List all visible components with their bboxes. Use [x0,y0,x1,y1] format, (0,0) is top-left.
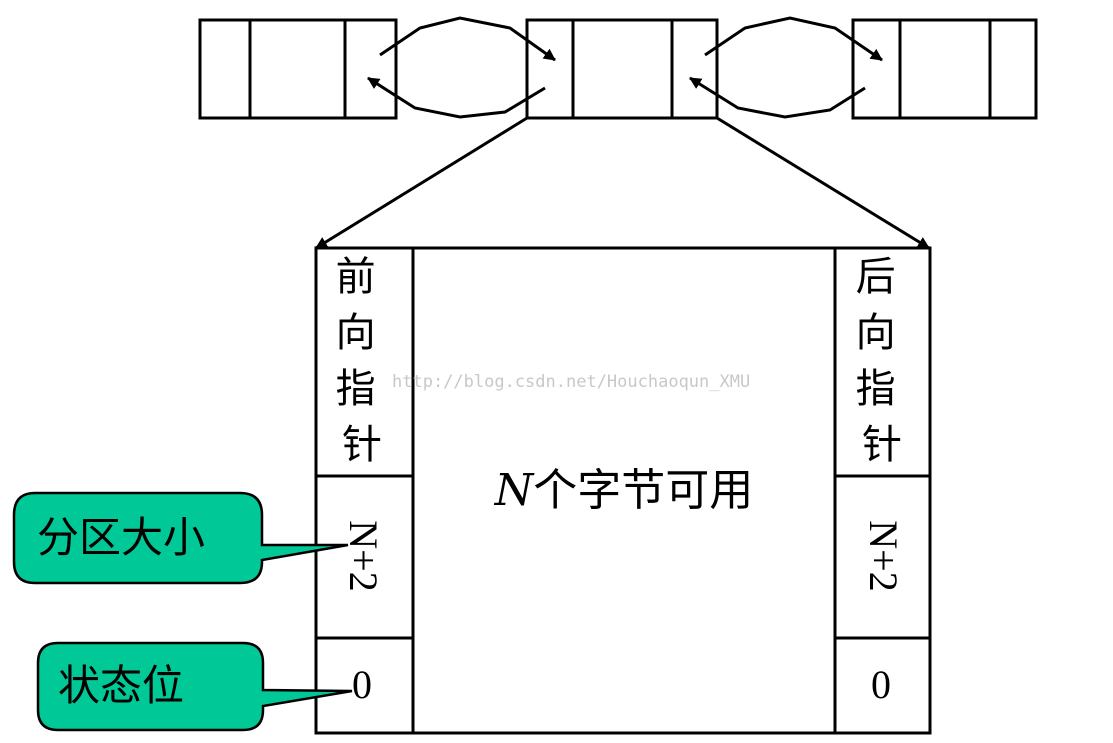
callout-partition-size: 分区大小 [12,491,349,585]
callout-status-bit: 状态位 [36,641,353,732]
expand-arrow-left [315,116,528,250]
status-field-right: 0 [871,662,891,707]
status-field-left: 0 [352,662,372,707]
expand-arrows [315,116,930,250]
watermark-text: http://blog.csdn.net/Houchaoqun_XMU [392,372,750,392]
size-field-left: N+2 [341,520,386,591]
link-arrow-right-to-middle [689,76,866,119]
list-node-middle [525,18,719,120]
linked-list [198,18,1038,120]
callout-status-bit-label: 状态位 [58,661,184,710]
link-arrows [367,16,883,119]
forward-pointer-label: 前 向 指 针 [336,254,389,468]
size-field-right: N+2 [861,520,906,591]
link-arrow-middle-to-right [704,16,883,62]
expand-arrow-right [716,116,930,250]
backward-pointer-label: 后 向 指 针 [856,254,909,468]
list-node-right [851,18,1038,120]
available-bytes-label: N个字节可用 [494,465,754,516]
link-arrow-left-to-middle [379,16,556,62]
list-node-left [198,18,398,120]
callout-partition-size-label: 分区大小 [37,513,205,562]
link-arrow-middle-to-left [367,76,546,119]
detail-block [314,246,932,735]
